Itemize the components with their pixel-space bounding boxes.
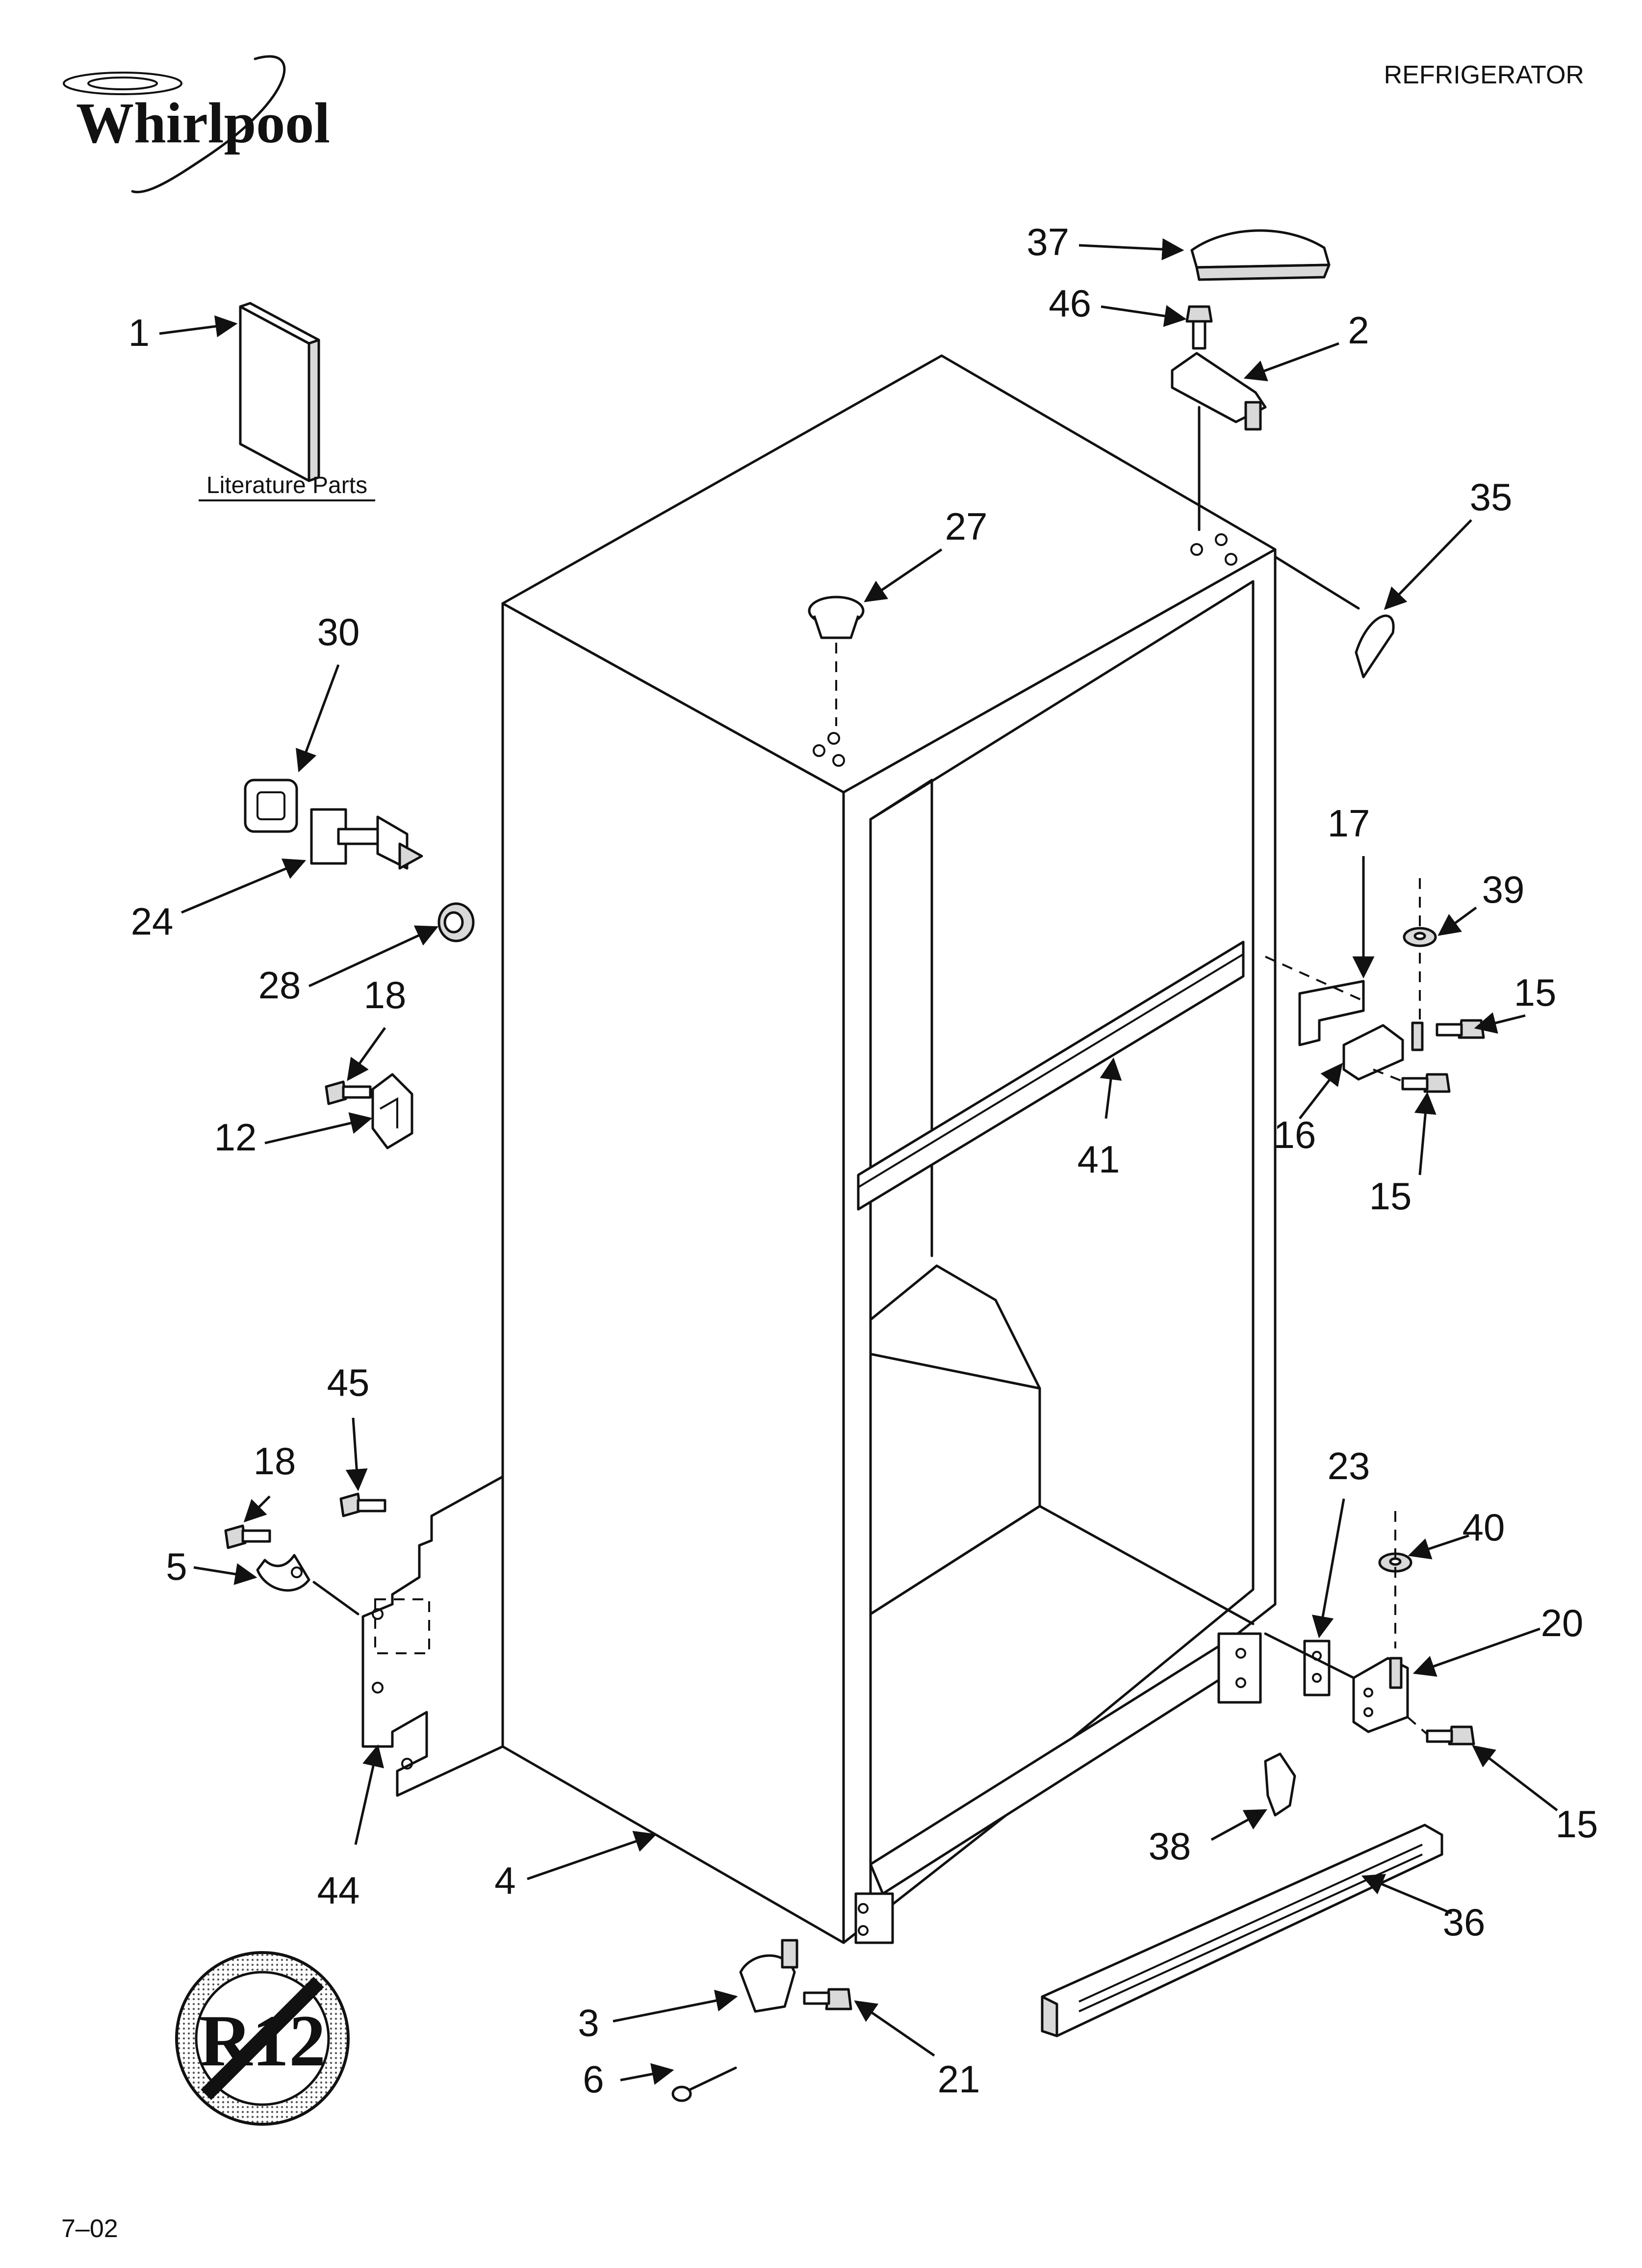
- leader-lines: [159, 238, 1558, 2085]
- callout-21: 21: [938, 2058, 980, 2101]
- hinge-cover-side: [1274, 555, 1395, 678]
- callout-16: 16: [1274, 1113, 1316, 1156]
- hinge-washer-37: [1403, 927, 1437, 947]
- hinge-cover-cap: [1190, 229, 1331, 281]
- literature-parts-booklet: [199, 302, 375, 501]
- hinge-washer-38: [1378, 1511, 1412, 1648]
- callout-4: 4: [494, 1859, 515, 1902]
- door-stop-grommet: [244, 779, 298, 833]
- hinge-screw-15-lower: [1407, 1716, 1475, 1746]
- callout-39: 38: [1149, 1825, 1191, 1868]
- leveling-screw: [803, 1988, 852, 2010]
- callout-20: 20: [1541, 1601, 1584, 1644]
- callout-36: 36: [1443, 1901, 1486, 1944]
- top-hinge: [1171, 352, 1267, 531]
- revision-code: 7–02: [61, 2215, 118, 2243]
- callout-6: 6: [583, 2058, 604, 2101]
- hinge-screw-15-middle: [1401, 1073, 1451, 1093]
- callout-46: 46: [1049, 282, 1091, 325]
- page-title: REFRIGERATOR: [1384, 61, 1584, 89]
- roller-pin: [671, 2066, 737, 2102]
- center-hinge-shim: [1298, 980, 1365, 1046]
- callout-30: 30: [317, 610, 360, 653]
- callout-28: 28: [258, 964, 301, 1007]
- callout-2: 2: [1348, 309, 1369, 352]
- callout-5: 5: [166, 1545, 187, 1588]
- ground-screw-12: [325, 1080, 372, 1105]
- leveling-roller-bracket: [739, 1939, 798, 2013]
- callout-41: 41: [1078, 1138, 1120, 1181]
- door-closer-cam: [310, 808, 423, 870]
- back-panel-bracket: [361, 1475, 504, 1797]
- callout-38: 40: [1462, 1506, 1505, 1549]
- bottom-hinge-shim: [1303, 1640, 1331, 1696]
- whirlpool-logo: Whirlpool: [63, 55, 330, 193]
- refrigerator-cabinet: [501, 354, 1277, 1944]
- callout-40: 37: [1026, 220, 1069, 263]
- ground-clip: [371, 1073, 413, 1149]
- r12-text: R12: [199, 2000, 326, 2082]
- callout-1: 1: [128, 311, 150, 354]
- wire-clamp: [256, 1554, 310, 1592]
- grille-clip: [1264, 1752, 1296, 1817]
- callout-18-upper: 18: [364, 973, 407, 1017]
- callout-labels: 37 46 2 1 27 35 30 24 28 18 12 17 39 15 …: [128, 220, 1598, 2101]
- callout-23: 23: [1328, 1444, 1370, 1487]
- top-plug: [808, 596, 865, 726]
- callout-15-upper: 15: [1514, 971, 1557, 1014]
- callout-24: 24: [131, 900, 174, 943]
- hinge-screw: [1185, 305, 1213, 350]
- logo-wordmark: Whirlpool: [76, 91, 330, 155]
- callout-15-lower: 15: [1556, 1802, 1598, 1846]
- door-bushing-washer: [437, 902, 475, 942]
- center-hinge: [1265, 878, 1424, 1090]
- callout-44: 44: [317, 1869, 360, 1912]
- callout-15-middle: 15: [1369, 1174, 1412, 1218]
- no-r12-symbol: R12: [175, 1951, 350, 2126]
- callout-27: 27: [945, 505, 988, 548]
- screw-18-lower: [224, 1524, 271, 1549]
- literature-parts-label: Literature Parts: [206, 472, 367, 498]
- callout-35: 35: [1470, 475, 1513, 519]
- callout-45: 45: [327, 1361, 370, 1404]
- hinge-screw-15-upper: [1436, 1019, 1485, 1039]
- toe-grille: [1041, 1824, 1443, 2037]
- bottom-hinge: [1264, 1632, 1409, 1733]
- callout-12: 12: [214, 1116, 257, 1159]
- callout-3: 3: [578, 2001, 599, 2044]
- callout-18-lower: 18: [254, 1439, 296, 1483]
- screw-45: [339, 1492, 386, 1517]
- callout-17: 17: [1328, 802, 1370, 845]
- callout-37: 39: [1482, 868, 1525, 911]
